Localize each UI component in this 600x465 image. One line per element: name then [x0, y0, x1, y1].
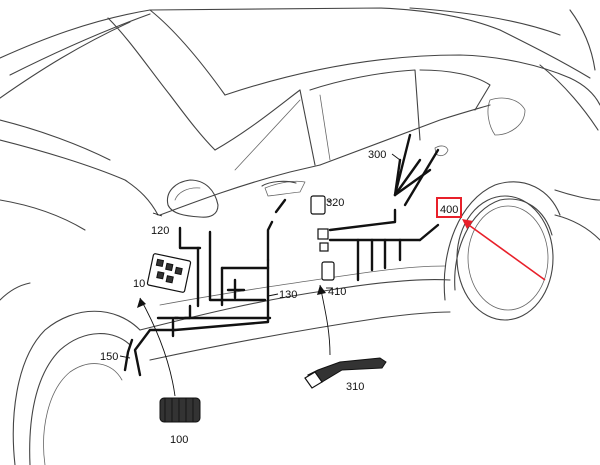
front-door-harness	[123, 198, 287, 377]
callout-310: 310	[346, 381, 364, 393]
component-310-grommet	[304, 357, 387, 389]
callout-130: 130	[279, 289, 297, 301]
callout-320: 320	[326, 197, 344, 209]
callout-leaders	[119, 153, 401, 359]
callout-400: 400	[440, 204, 458, 216]
component-100-grommet	[159, 397, 201, 423]
highlight-400	[436, 197, 546, 281]
callout-120: 120	[151, 225, 169, 237]
callout-100: 100	[170, 434, 188, 446]
rear-door-harness	[328, 133, 440, 282]
callout-10: 10	[133, 278, 145, 290]
component-10-connector	[146, 253, 192, 293]
callout-150: 150	[100, 351, 118, 363]
pointer-arrows	[137, 284, 331, 397]
car-body-outline	[0, 7, 600, 465]
callout-300: 300	[368, 149, 386, 161]
component-320-connectors	[310, 195, 335, 281]
callout-410: 410	[328, 286, 346, 298]
